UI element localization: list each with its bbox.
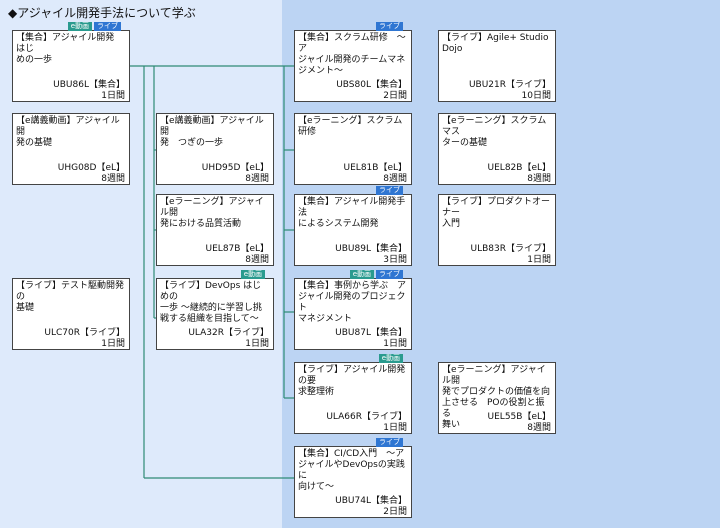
course-title: 【e講義動画】アジャイル開 発の基礎	[16, 116, 120, 148]
badge-group: ライブ	[376, 22, 403, 31]
course-card[interactable]: 【eラーニング】アジャイル開 発でプロダクトの価値を向 上させる POの役割と振…	[438, 362, 556, 434]
course-duration: 1日間	[245, 339, 269, 349]
course-card[interactable]: e動画 ライブ 【集合】アジャイル開発 はじ めの一歩 UBU86L【集合】 1…	[12, 22, 130, 102]
course-card[interactable]: e動画 【ライブ】アジャイル開発の要 求整理術 ULA66R【ライブ】 1日間	[294, 354, 412, 434]
course-duration: 1日間	[101, 91, 125, 101]
course-card[interactable]: e動画 【ライブ】DevOps はじめの 一歩 ～継続的に学習し挑 戦する組織を…	[156, 270, 274, 350]
course-title: 【e講義動画】アジャイル開 発 つぎの一歩	[160, 116, 264, 148]
course-code: UBU21R【ライブ】	[468, 80, 551, 90]
course-title: 【ライブ】テスト駆動開発の 基礎	[16, 281, 125, 313]
course-title: 【eラーニング】アジャイル開 発でプロダクトの価値を向 上させる POの役割と振…	[442, 365, 551, 430]
course-title: 【eラーニング】スクラムマス ターの基礎	[442, 116, 547, 148]
course-card[interactable]: ライブ 【集合】CI/CD入門 ～ア ジャイルやDevOpsの実践に 向けて～ …	[294, 438, 412, 518]
course-card[interactable]: ライブ 【集合】スクラム研修 ～ア ジャイル開発のチームマネ ジメント～ UBS…	[294, 22, 412, 102]
edouga-badge: e動画	[240, 270, 265, 279]
course-title: 【eラーニング】アジャイル開 発における品質活動	[160, 197, 264, 229]
course-duration: 8週間	[245, 174, 269, 184]
course-title: 【eラーニング】スクラム研修	[298, 116, 403, 137]
live-badge: ライブ	[376, 22, 403, 31]
course-code: UBU74L【集合】	[335, 496, 407, 506]
course-card[interactable]: 【eラーニング】スクラム研修 UEL81B【eL】 8週間	[294, 113, 412, 185]
course-card[interactable]: 【ライブ】プロダクトオーナー 入門 ULB83R【ライブ】 1日間	[438, 194, 556, 266]
course-duration: 8週間	[101, 174, 125, 184]
course-duration: 1日間	[527, 255, 551, 265]
badge-group: e動画	[240, 270, 265, 279]
course-duration: 8週間	[245, 255, 269, 265]
edouga-badge: e動画	[349, 270, 374, 279]
course-title: 【集合】アジャイル開発 はじ めの一歩	[16, 33, 115, 65]
course-title: 【ライブ】DevOps はじめの 一歩 ～継続的に学習し挑 戦する組織を目指して…	[160, 281, 262, 324]
course-code: UHG08D【eL】	[57, 163, 125, 173]
page-title: ◆アジャイル開発手法について学ぶ	[8, 6, 196, 20]
live-badge: ライブ	[376, 186, 403, 195]
course-title: 【ライブ】プロダクトオーナー 入門	[442, 197, 551, 229]
live-badge: ライブ	[376, 270, 403, 279]
course-code: ULC70R【ライブ】	[44, 328, 125, 338]
course-duration: 1日間	[383, 339, 407, 349]
edouga-badge: e動画	[378, 354, 403, 363]
course-duration: 3日間	[383, 255, 407, 265]
course-title: 【集合】CI/CD入門 ～ア ジャイルやDevOpsの実践に 向けて～	[298, 449, 405, 492]
badge-group: e動画	[378, 354, 403, 363]
course-card[interactable]: 【e講義動画】アジャイル開 発 つぎの一歩 UHD95D【eL】 8週間	[156, 113, 274, 185]
course-code: UBU87L【集合】	[335, 328, 407, 338]
course-duration: 8週間	[527, 423, 551, 433]
course-duration: 1日間	[101, 339, 125, 349]
course-code: UBS80L【集合】	[336, 80, 407, 90]
course-code: UEL55B【eL】	[487, 412, 551, 422]
course-card[interactable]: 【eラーニング】スクラムマス ターの基礎 UEL82B【eL】 8週間	[438, 113, 556, 185]
course-duration: 8週間	[527, 174, 551, 184]
course-card[interactable]: 【ライブ】テスト駆動開発の 基礎 ULC70R【ライブ】 1日間	[12, 278, 130, 350]
course-card[interactable]: ライブ 【集合】アジャイル開発手法 によるシステム開発 UBU89L【集合】 3…	[294, 186, 412, 266]
course-card[interactable]: 【eラーニング】アジャイル開 発における品質活動 UEL87B【eL】 8週間	[156, 194, 274, 266]
course-title: 【ライブ】Agile+ Studio Dojo	[442, 33, 549, 54]
live-badge: ライブ	[94, 22, 121, 31]
course-duration: 2日間	[383, 507, 407, 517]
course-code: UBU89L【集合】	[335, 244, 407, 254]
badge-group: ライブ	[376, 438, 403, 447]
course-duration: 2日間	[383, 91, 407, 101]
course-code: UBU86L【集合】	[53, 80, 125, 90]
course-duration: 1日間	[383, 423, 407, 433]
course-duration: 10日間	[521, 91, 551, 101]
course-code: ULA66R【ライブ】	[326, 412, 407, 422]
course-title: 【集合】スクラム研修 ～ア ジャイル開発のチームマネ ジメント～	[298, 33, 406, 76]
course-card[interactable]: 【ライブ】Agile+ Studio Dojo UBU21R【ライブ】 10日間	[438, 30, 556, 102]
live-badge: ライブ	[376, 438, 403, 447]
edouga-badge: e動画	[67, 22, 92, 31]
course-card[interactable]: e動画 ライブ 【集合】事例から学ぶ ア ジャイル開発のプロジェクト マネジメン…	[294, 270, 412, 350]
course-code: UEL81B【eL】	[343, 163, 407, 173]
course-code: ULB83R【ライブ】	[470, 244, 551, 254]
course-code: UEL82B【eL】	[487, 163, 551, 173]
course-card[interactable]: 【e講義動画】アジャイル開 発の基礎 UHG08D【eL】 8週間	[12, 113, 130, 185]
course-title: 【集合】事例から学ぶ ア ジャイル開発のプロジェクト マネジメント	[298, 281, 407, 324]
course-code: ULA32R【ライブ】	[188, 328, 269, 338]
course-title: 【集合】アジャイル開発手法 によるシステム開発	[298, 197, 406, 229]
course-title: 【ライブ】アジャイル開発の要 求整理術	[298, 365, 406, 397]
course-code: UEL87B【eL】	[205, 244, 269, 254]
badge-group: e動画 ライブ	[67, 22, 121, 31]
course-code: UHD95D【eL】	[201, 163, 269, 173]
badge-group: e動画 ライブ	[349, 270, 403, 279]
badge-group: ライブ	[376, 186, 403, 195]
course-duration: 8週間	[383, 174, 407, 184]
